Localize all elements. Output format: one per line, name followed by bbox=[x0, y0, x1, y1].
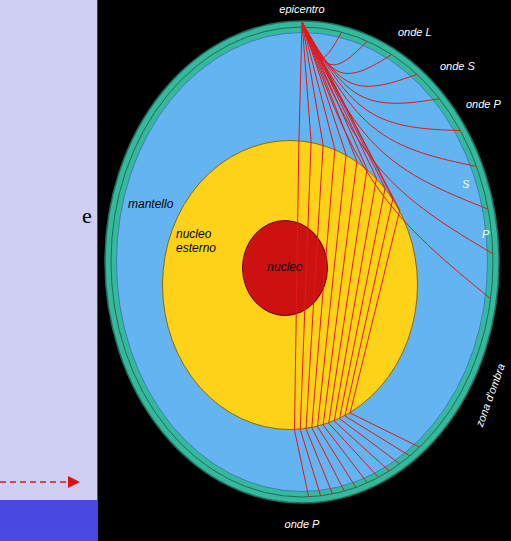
pointer-arrow bbox=[0, 481, 70, 483]
zone-label: zona d'ombra bbox=[473, 362, 507, 428]
region-label: nucleo bbox=[267, 261, 302, 275]
crust-band bbox=[105, 21, 499, 503]
seismic-ray bbox=[302, 22, 389, 471]
inner-core-region: nucleo bbox=[242, 220, 328, 316]
seismic-ray bbox=[302, 22, 488, 209]
outer-core-region: nucleo nucleo esterno bbox=[162, 140, 418, 430]
seismic-ray bbox=[302, 22, 378, 477]
mantle-region-fill bbox=[117, 33, 488, 492]
seismic-ray bbox=[302, 22, 333, 494]
wave-label: onde P bbox=[466, 98, 501, 110]
seismic-ray bbox=[302, 22, 476, 166]
wave-label: onde L bbox=[398, 26, 432, 38]
wave-label: onde P bbox=[285, 518, 320, 530]
seismic-ray bbox=[302, 22, 491, 299]
crust-line bbox=[111, 27, 493, 497]
inner-core-region-fill bbox=[243, 221, 328, 316]
mantle-region: nucleo nucleo esterno mantello bbox=[116, 32, 488, 492]
seismic-ray bbox=[302, 22, 420, 447]
wave-label: P bbox=[482, 228, 489, 240]
outer-core-region-fill bbox=[163, 141, 418, 430]
epicenter-label: epicentro bbox=[279, 3, 324, 15]
figure-ground bbox=[98, 0, 511, 541]
region-label: mantello bbox=[128, 198, 178, 212]
wave-label: S bbox=[462, 178, 469, 190]
pointer-head bbox=[68, 476, 80, 488]
seismic-ray bbox=[302, 22, 400, 464]
cropped-text: e bbox=[82, 204, 92, 228]
wave-label: onde S bbox=[440, 60, 475, 72]
text-panel bbox=[0, 0, 97, 500]
region-label: nucleo esterno bbox=[176, 228, 234, 256]
